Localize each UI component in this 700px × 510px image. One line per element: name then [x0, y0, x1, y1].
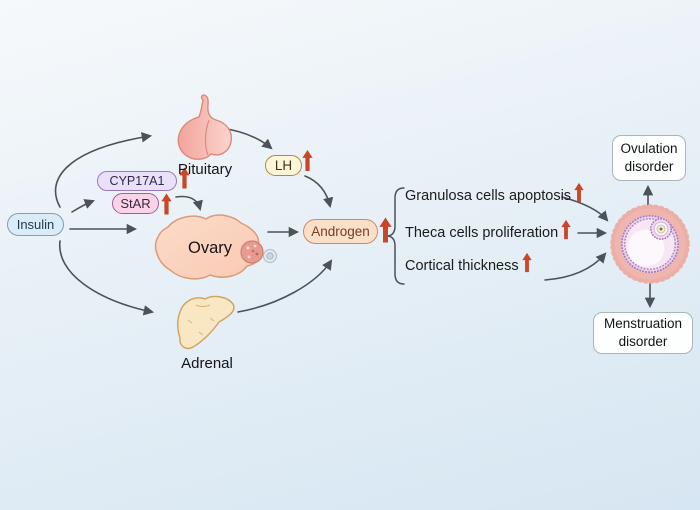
insulin-node: Insulin [7, 213, 64, 236]
cyp17a1-node: CYP17A1 [97, 171, 177, 191]
insulin-label: Insulin [16, 217, 55, 232]
arrow-thickness-to-follicle [544, 252, 607, 281]
arrow-insulin-to-star [71, 199, 95, 213]
up-arrow-icon [179, 167, 190, 189]
androgen-label: Androgen [311, 224, 370, 239]
up-arrow-icon [379, 217, 392, 243]
arrow-insulin-to-adrenal [59, 240, 155, 316]
up-arrow-icon [302, 149, 313, 172]
pituitary-label: Pituitary [177, 161, 233, 178]
brace-androgen-effects [387, 187, 405, 285]
adrenal-illustration [177, 295, 235, 350]
arrow-star-to-ovary [175, 195, 203, 212]
effect-granulosa-apoptosis: Granulosa cells apoptosis [405, 182, 584, 206]
ovulation-disorder-box: Ovulation disorder [612, 135, 686, 181]
effect-cortical-thickness: Cortical thickness [405, 252, 532, 276]
pituitary-illustration [177, 94, 233, 160]
star-node: StAR [112, 193, 159, 214]
menstruation-disorder-box: Menstruation disorder [593, 312, 693, 354]
cyp17a1-label: CYP17A1 [109, 174, 165, 188]
adrenal-label: Adrenal [181, 355, 233, 372]
up-arrow-icon [574, 182, 584, 203]
arrow-apoptosis-to-follicle [561, 196, 609, 222]
up-arrow-icon [161, 193, 172, 215]
up-arrow-icon [521, 252, 532, 273]
star-label: StAR [120, 196, 151, 211]
effect-label: Theca cells proliferation [405, 224, 559, 241]
effect-label: Cortical thickness [405, 257, 519, 274]
ovary-label: Ovary [187, 239, 232, 257]
lh-label: LH [274, 158, 293, 173]
lh-node: LH [265, 155, 302, 176]
effect-theca-proliferation: Theca cells proliferation [405, 219, 571, 243]
ovary-illustration [154, 214, 277, 280]
follicle-illustration [610, 204, 690, 284]
androgen-node: Androgen [303, 219, 378, 244]
up-arrow-icon [561, 219, 571, 240]
ovarian-follicle-bump [240, 240, 264, 264]
arrow-lh-to-androgen [304, 175, 334, 209]
arrow-adrenal-to-androgen [237, 259, 333, 313]
arrow-insulin-to-pituitary [54, 132, 153, 208]
effect-label: Granulosa cells apoptosis [405, 187, 572, 204]
